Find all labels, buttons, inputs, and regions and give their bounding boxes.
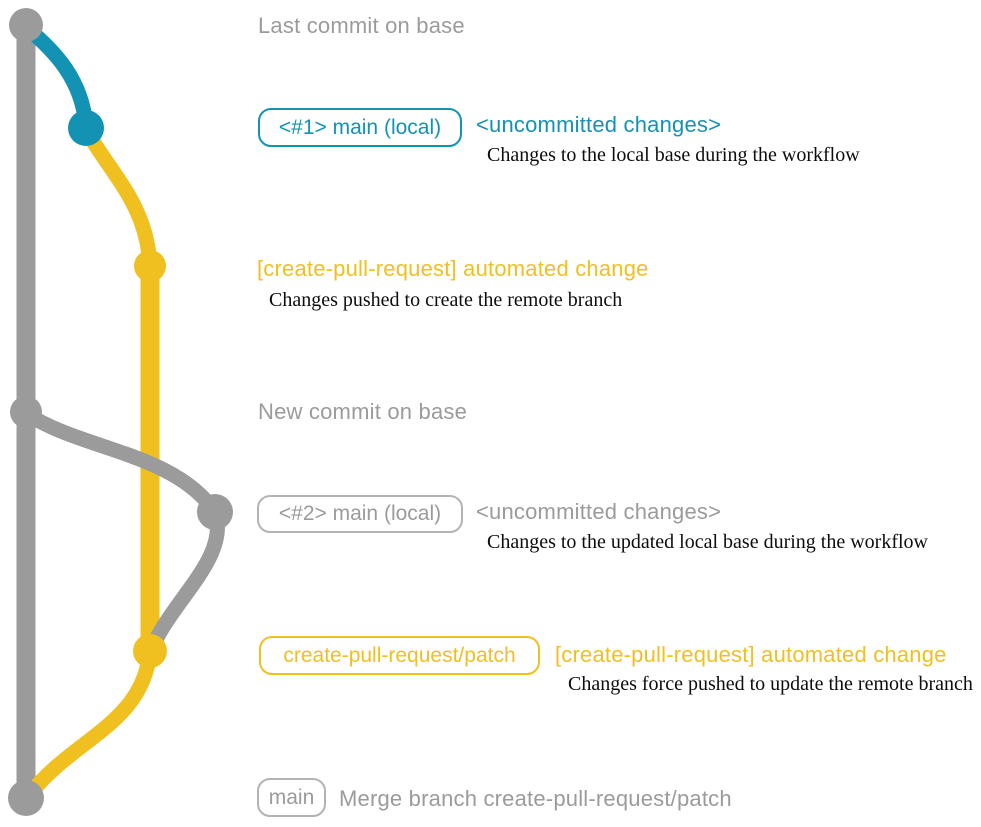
commit-dot-local-main-1 (68, 110, 104, 146)
patch-branch-merge-curve (24, 650, 158, 799)
commit-dot-new-base (10, 396, 42, 428)
description-local-base-changes: Changes to the local base during the wor… (487, 144, 860, 166)
branch-badge-main: main (257, 778, 326, 817)
branch-badge-main-local-1: <#1> main (local) (258, 108, 462, 147)
description-updated-local-base-changes: Changes to the updated local base during… (487, 531, 928, 553)
branch-badge-main-local-2: <#2> main (local) (257, 495, 463, 533)
commit-dot-automated-1 (134, 250, 166, 282)
branch-badge-create-pull-request-patch: create-pull-request/patch (259, 636, 540, 675)
label-last-commit-on-base: Last commit on base (258, 13, 465, 38)
commit-message-merge: Merge branch create-pull-request/patch (339, 786, 732, 811)
commit-message-automated-2: [create-pull-request] automated change (555, 642, 947, 667)
commit-message-automated-1: [create-pull-request] automated change (257, 256, 649, 281)
commit-dot-automated-2 (133, 634, 167, 668)
patch-branch-curve-top (79, 126, 158, 267)
commit-dot-local-main-2 (197, 494, 233, 530)
local-main-curve-2 (21, 406, 225, 652)
description-pushed-to-create: Changes pushed to create the remote bran… (269, 289, 623, 311)
commit-dot-last-base (9, 8, 43, 42)
commit-dot-merge (8, 780, 44, 816)
status-uncommitted-changes-1: <uncommitted changes> (476, 112, 722, 137)
status-uncommitted-changes-2: <uncommitted changes> (476, 499, 722, 524)
description-force-pushed-update: Changes force pushed to update the remot… (568, 673, 973, 695)
label-new-commit-on-base: New commit on base (258, 399, 468, 424)
